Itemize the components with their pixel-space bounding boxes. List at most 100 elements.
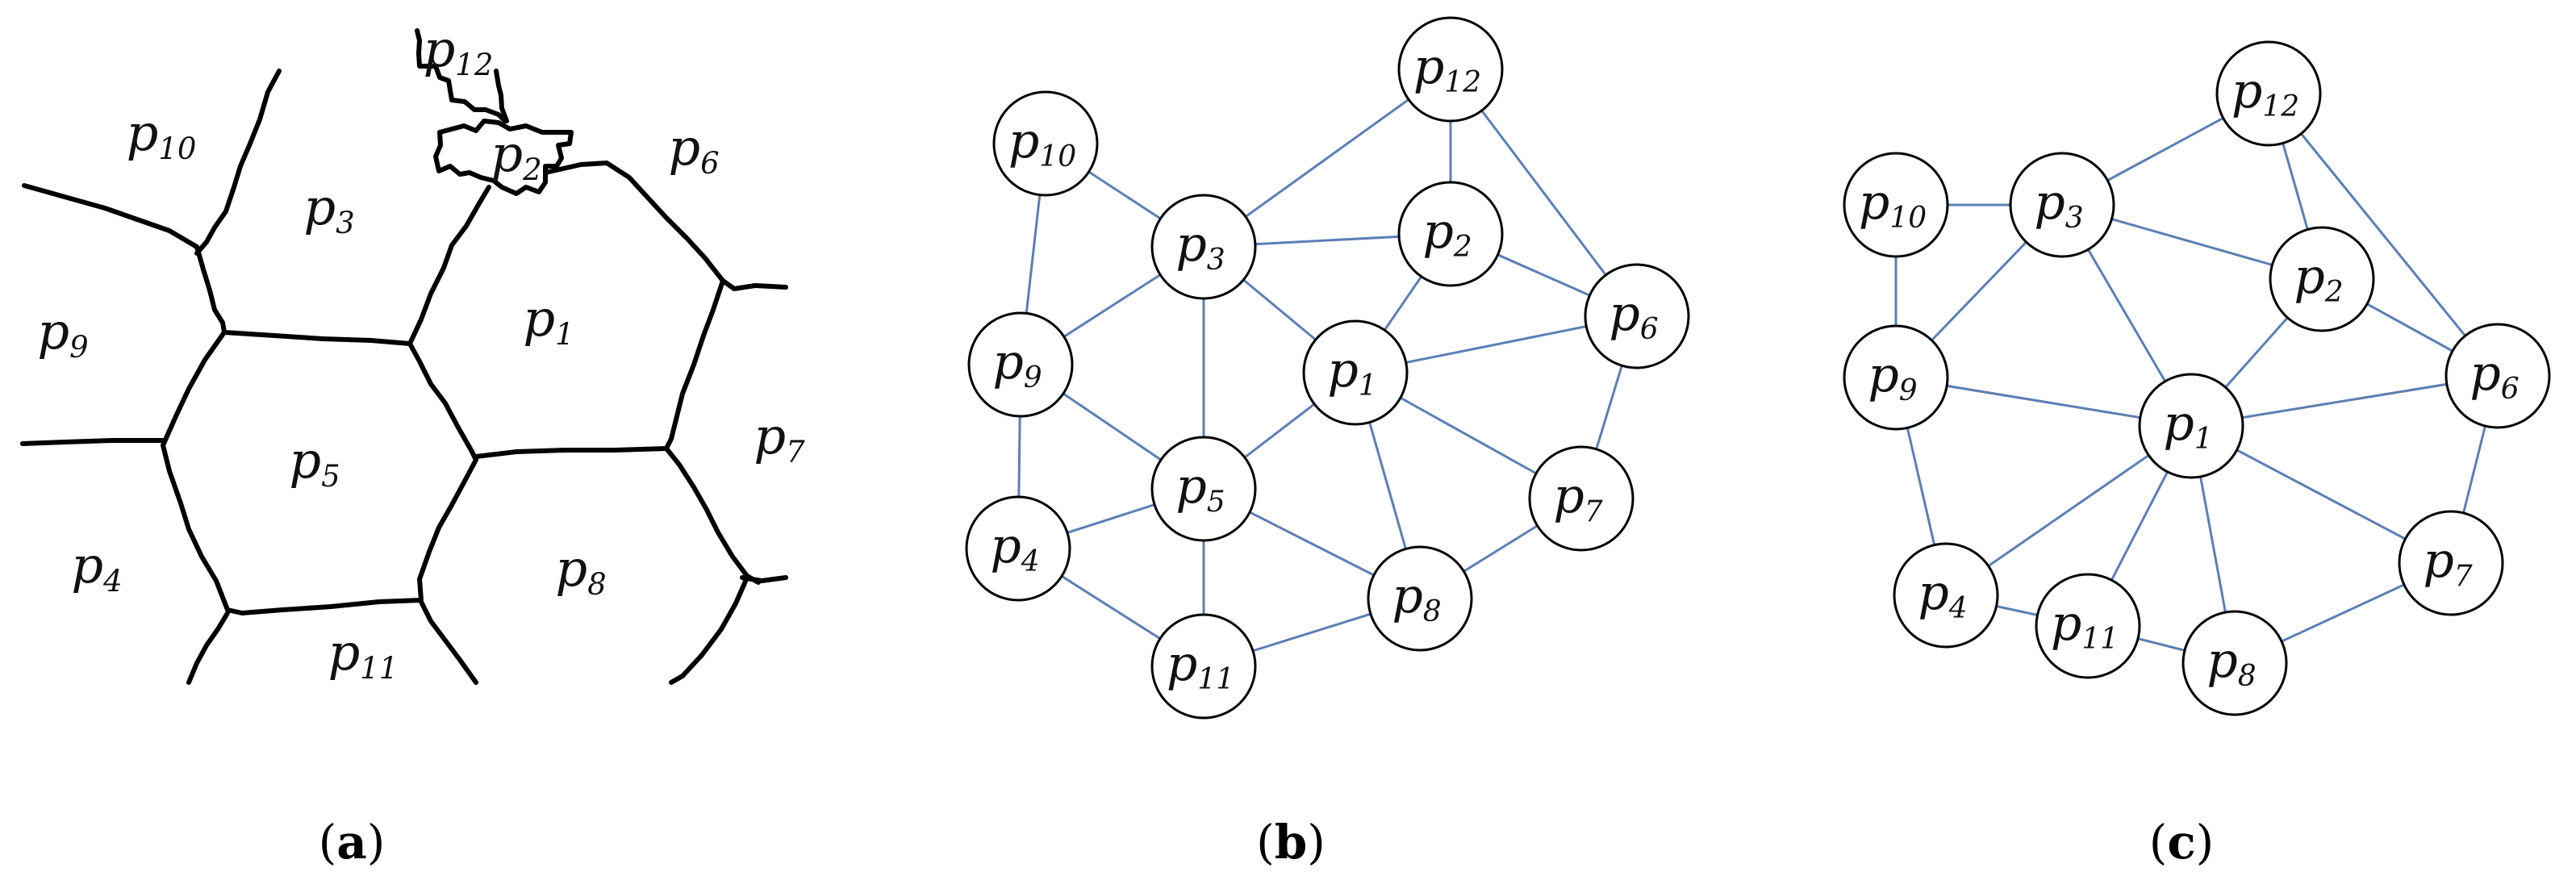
node-circle bbox=[1150, 613, 1257, 720]
border-p9-p3 bbox=[194, 244, 227, 335]
node-circle bbox=[1397, 181, 1504, 287]
node-p8: p8 bbox=[1367, 545, 1473, 652]
label-subscript: 5 bbox=[321, 459, 340, 494]
label-base: p bbox=[1175, 458, 1206, 515]
label-base: p bbox=[2232, 63, 2262, 119]
label-subscript: 7 bbox=[2454, 560, 2473, 593]
node-p11: p11 bbox=[1150, 613, 1257, 720]
border-p12 bbox=[415, 28, 507, 123]
node-circle bbox=[1150, 436, 1257, 542]
label-base: p bbox=[1175, 216, 1206, 273]
label-p3: p3 bbox=[2034, 174, 2083, 235]
node-circle bbox=[2035, 573, 2141, 679]
label-subscript: 4 bbox=[1021, 545, 1040, 578]
label-p8: p8 bbox=[1392, 568, 1441, 628]
node-circle bbox=[2215, 40, 2322, 147]
node-p4: p4 bbox=[1893, 542, 1999, 649]
border-p10-p3 bbox=[194, 69, 282, 256]
border-p8-bottom bbox=[669, 575, 749, 685]
label-base: p bbox=[2207, 632, 2237, 689]
node-p3: p3 bbox=[1150, 194, 1257, 300]
label-subscript: 7 bbox=[1584, 495, 1603, 528]
label-subscript: 10 bbox=[1889, 202, 1927, 235]
label-p1: p1 bbox=[2163, 395, 2212, 456]
label-subscript: 8 bbox=[2238, 660, 2257, 693]
node-circle bbox=[1893, 542, 1999, 649]
label-base: p bbox=[1327, 342, 1358, 398]
label-subscript: 11 bbox=[360, 651, 398, 686]
label-base: p bbox=[2294, 248, 2324, 305]
node-circle bbox=[2269, 226, 2375, 332]
caption-a: (a) bbox=[319, 815, 386, 870]
node-p6: p6 bbox=[1584, 263, 1690, 369]
label-subscript: 2 bbox=[522, 152, 542, 187]
border-p7-p8 bbox=[664, 446, 761, 585]
node-circle bbox=[967, 311, 1074, 418]
label-subscript: 2 bbox=[1453, 231, 1472, 264]
label-subscript: 1 bbox=[1359, 369, 1377, 403]
label-p10: p10 bbox=[1859, 174, 1927, 235]
node-p10: p10 bbox=[992, 90, 1099, 197]
node-p2: p2 bbox=[1397, 181, 1504, 287]
label-base: p bbox=[1553, 468, 1584, 524]
label-base: p bbox=[71, 536, 103, 595]
label-p4: p4 bbox=[1918, 565, 1967, 625]
node-p7: p7 bbox=[2398, 510, 2504, 616]
label-p6: p6 bbox=[1609, 286, 1658, 346]
node-p2: p2 bbox=[2269, 226, 2375, 332]
label-subscript: 4 bbox=[1948, 592, 1968, 625]
label-base: p bbox=[2051, 595, 2081, 652]
label-base: p bbox=[1422, 203, 1453, 260]
node-p10: p10 bbox=[1843, 152, 1949, 258]
border-p6-p7 bbox=[720, 278, 788, 291]
border-p9-p4 bbox=[20, 438, 165, 446]
label-base: p bbox=[37, 302, 69, 361]
node-circle bbox=[1584, 263, 1690, 369]
label-base: p bbox=[754, 407, 786, 465]
label-p4: p4 bbox=[71, 536, 122, 599]
border-p1-left bbox=[407, 185, 491, 346]
node-p4: p4 bbox=[965, 495, 1071, 602]
label-p7: p7 bbox=[2423, 532, 2472, 593]
label-p5: p5 bbox=[289, 431, 340, 494]
label-base: p bbox=[555, 539, 587, 598]
label-subscript: 8 bbox=[587, 567, 607, 602]
label-base: p bbox=[328, 623, 361, 682]
label-base: p bbox=[1918, 565, 1948, 621]
label-subscript: 4 bbox=[102, 564, 123, 599]
label-base: p bbox=[2034, 174, 2065, 231]
label-p9: p9 bbox=[992, 334, 1042, 394]
label-p6: p6 bbox=[668, 118, 719, 181]
node-circle bbox=[1367, 545, 1473, 652]
node-circle bbox=[1843, 152, 1949, 258]
label-p5: p5 bbox=[1175, 458, 1225, 519]
node-p5: p5 bbox=[1150, 436, 1257, 542]
label-p1: p1 bbox=[523, 289, 574, 352]
label-p7: p7 bbox=[1553, 468, 1602, 528]
node-circle bbox=[992, 90, 1099, 197]
label-subscript: 1 bbox=[555, 317, 574, 352]
edge-p12-p6 bbox=[2267, 93, 2499, 377]
label-subscript: 8 bbox=[1423, 595, 1442, 628]
node-p9: p9 bbox=[1843, 324, 1949, 431]
border-p1-right bbox=[664, 278, 725, 451]
node-p12: p12 bbox=[1397, 16, 1504, 123]
label-base: p bbox=[1167, 636, 1197, 692]
node-p9: p9 bbox=[967, 311, 1074, 418]
label-p3: p3 bbox=[303, 177, 354, 240]
caption-b: (b) bbox=[1256, 815, 1326, 870]
label-p9: p9 bbox=[1868, 347, 1917, 407]
node-circle bbox=[1397, 16, 1504, 123]
border-p10-p9 bbox=[22, 183, 199, 249]
node-circle bbox=[2181, 610, 2288, 716]
label-p8: p8 bbox=[555, 539, 606, 602]
label-subscript: 6 bbox=[700, 146, 720, 181]
label-base: p bbox=[992, 334, 1023, 390]
label-p10: p10 bbox=[1008, 113, 1076, 173]
caption-c: (c) bbox=[2149, 815, 2215, 870]
label-p12: p12 bbox=[1413, 39, 1481, 99]
